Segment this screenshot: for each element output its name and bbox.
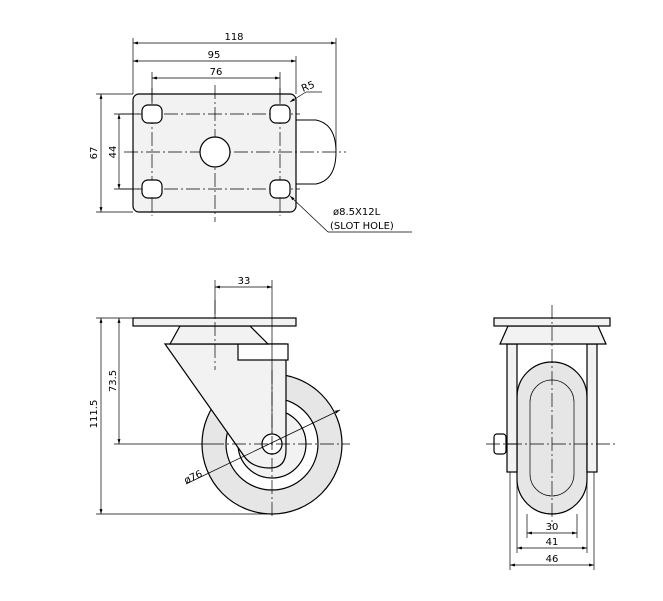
side-view: 33 111.5 73.5 ø76	[89, 276, 350, 518]
dim-label-44: 44	[108, 146, 119, 159]
dim-label-67: 67	[89, 147, 100, 160]
leader-r5	[289, 91, 307, 103]
leader-wheel-diameter	[185, 409, 341, 485]
side-top-plate	[132, 317, 297, 327]
front-swivel-bearing	[499, 325, 607, 345]
note-slot-size: ø8.5X12L	[333, 207, 381, 218]
dim-label-76: 76	[210, 67, 223, 78]
front-fork-right	[586, 343, 598, 473]
dim-label-95: 95	[208, 50, 221, 61]
dim-label-46: 46	[546, 554, 559, 565]
side-fork	[163, 343, 287, 469]
front-fork-left	[506, 343, 518, 473]
dim-label-r5: R5	[300, 80, 316, 95]
dim-label-30: 30	[546, 522, 559, 533]
dim-label-wheel-diameter: ø76	[183, 469, 205, 487]
dim-label-33: 33	[238, 276, 251, 287]
front-view: 30 41 46	[486, 305, 616, 570]
dim-label-73-5: 73.5	[108, 370, 119, 392]
dim-label-41: 41	[546, 537, 559, 548]
side-swivel-bearing	[168, 325, 270, 345]
top-view: 118 95 76 67 44 R5 ø8.5X12L (SLOT HOLE)	[89, 32, 412, 233]
center-hole	[199, 136, 231, 168]
dim-label-111-5: 111.5	[89, 400, 100, 429]
side-kingpin-housing	[237, 343, 289, 361]
slot-hole-top-left	[141, 104, 163, 124]
slot-hole-top-right	[269, 104, 291, 124]
slot-hole-bottom-right	[269, 179, 291, 199]
slot-hole-bottom-left	[141, 179, 163, 199]
leader-slot-hole	[289, 195, 329, 233]
note-slot-hole: (SLOT HOLE)	[330, 221, 394, 232]
dim-label-118: 118	[224, 32, 243, 43]
